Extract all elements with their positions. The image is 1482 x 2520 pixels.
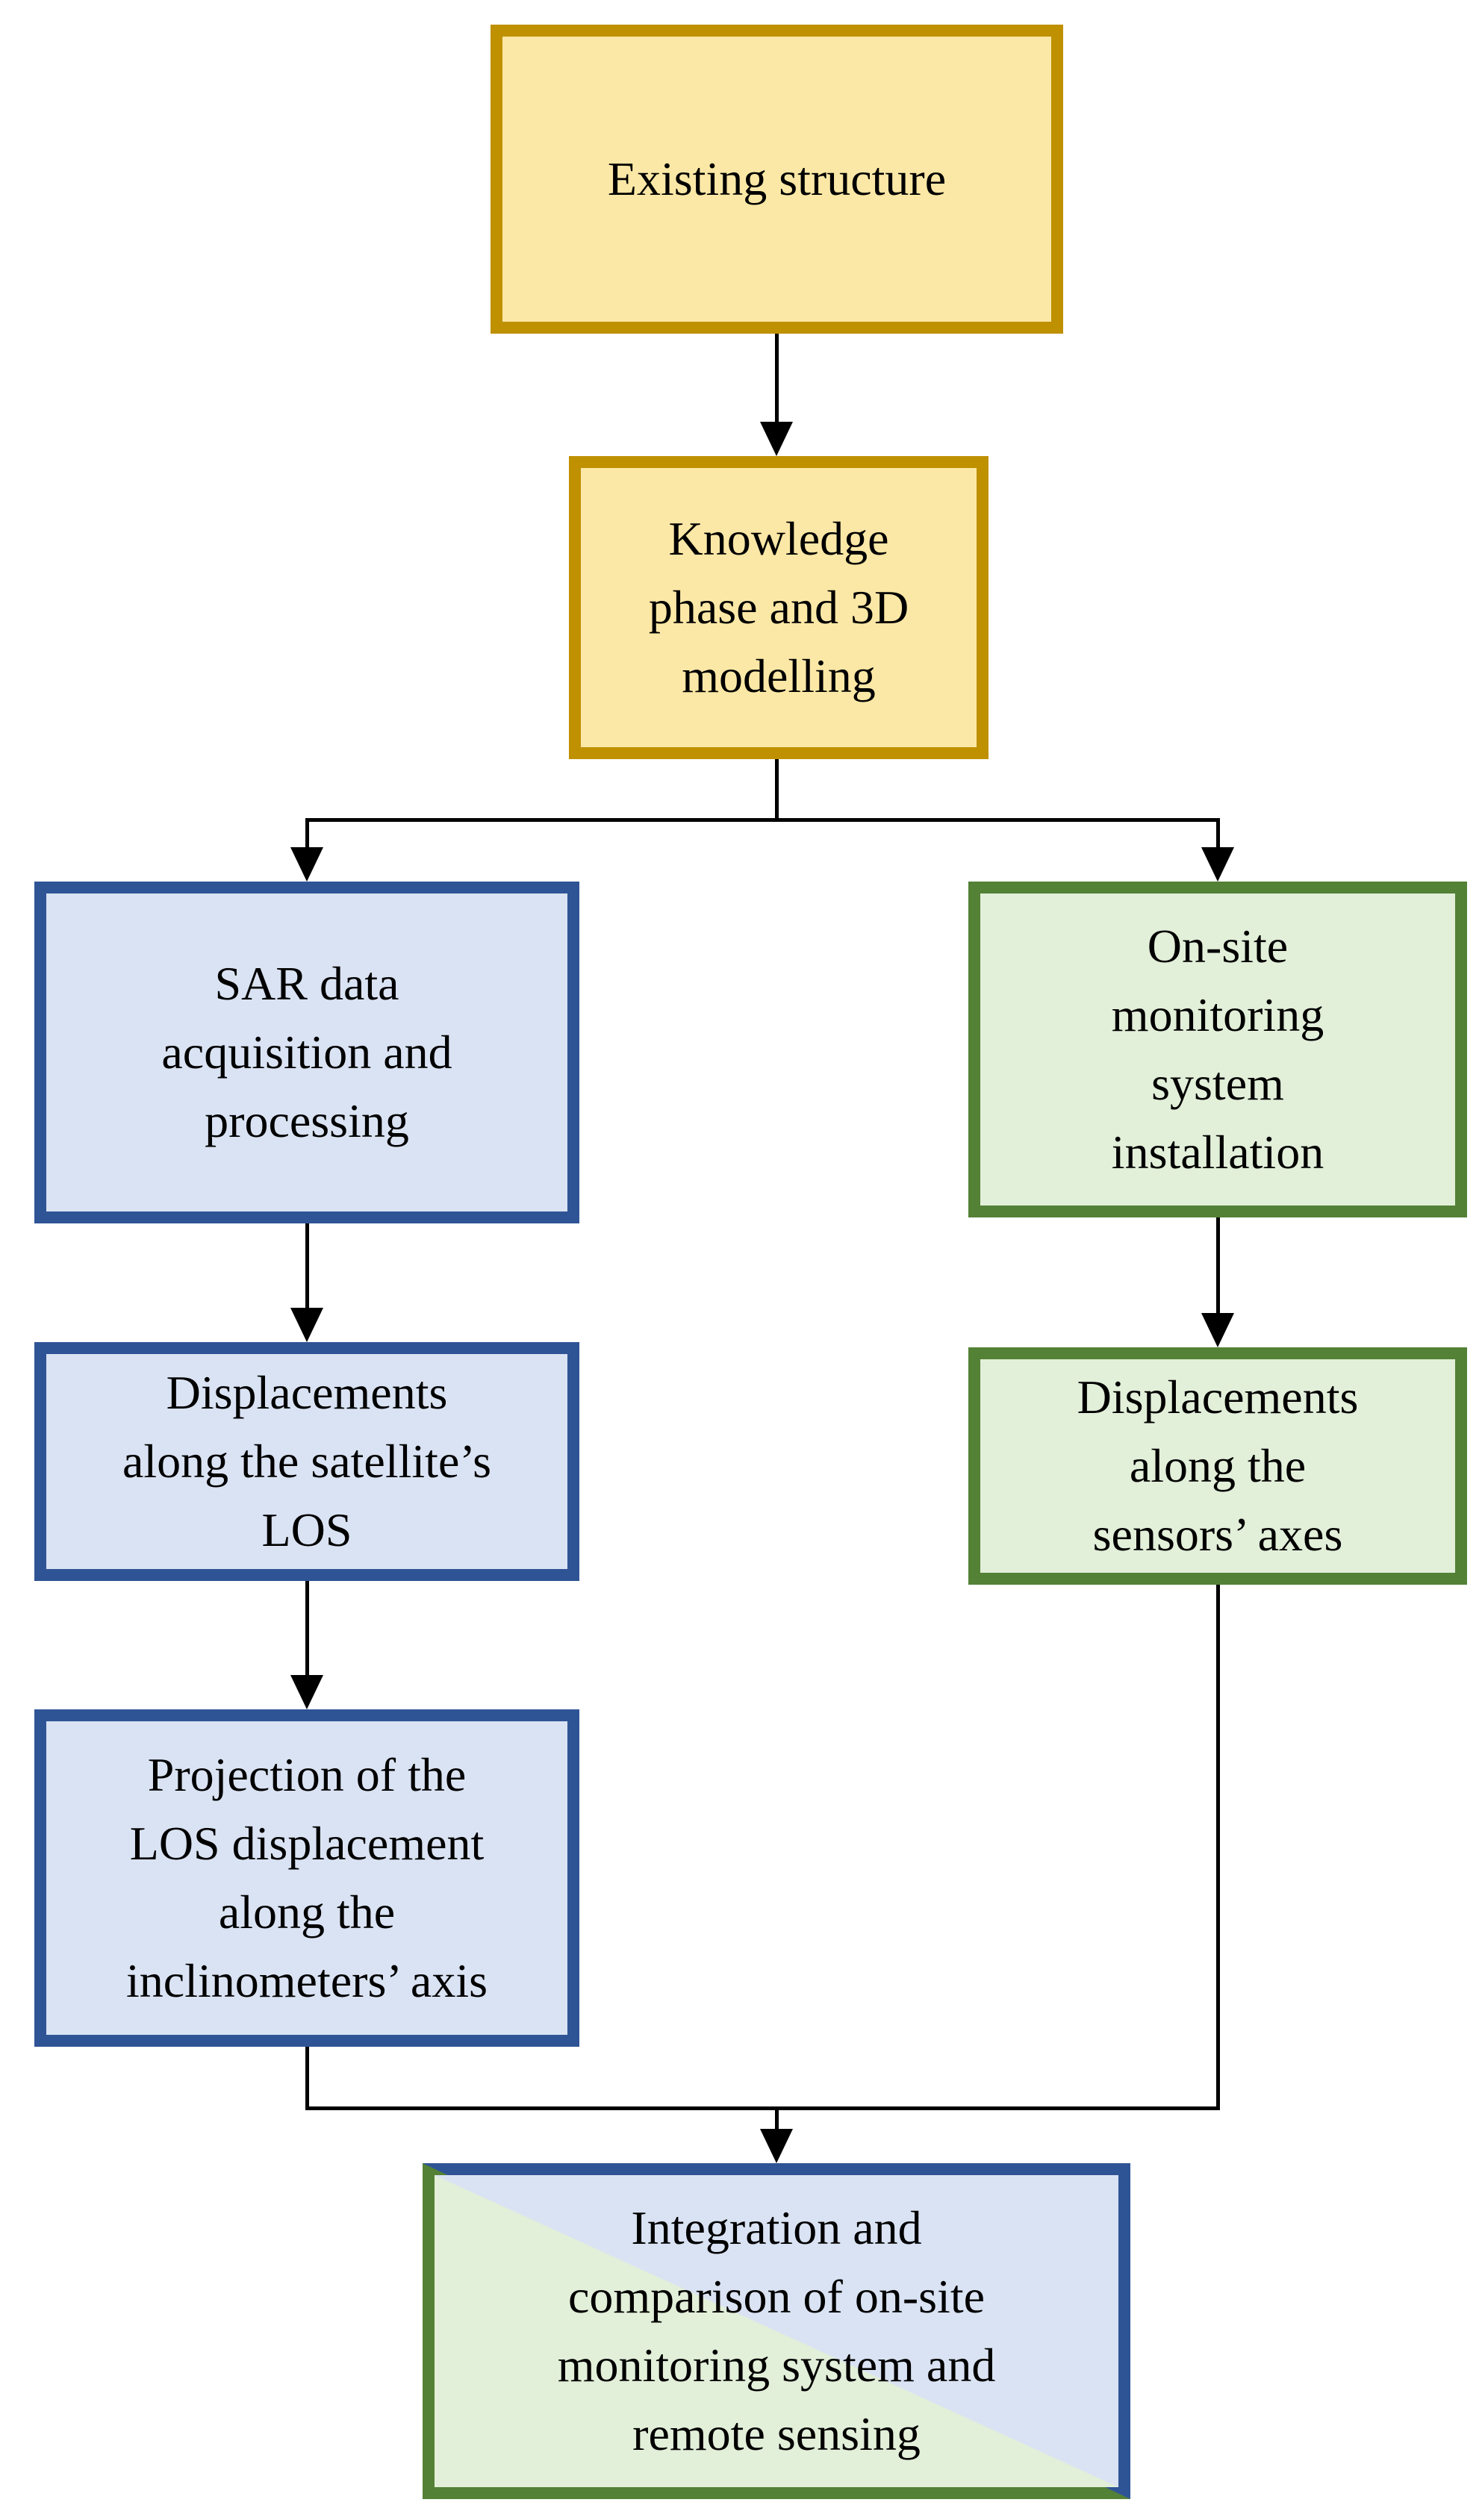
arrowhead-down-icon: [1201, 1313, 1234, 1347]
node-existing-structure-label: Existing structure: [607, 152, 947, 205]
node-integration-label: Integration and comparison of on-site mo…: [557, 2201, 996, 2460]
connector-line: [775, 759, 779, 822]
node-integration: Integration and comparison of on-site mo…: [423, 2163, 1130, 2499]
connector-branch-line: [305, 818, 1220, 822]
node-sar-data: SAR data acquisition and processing: [34, 882, 579, 1223]
node-projection-los: Projection of the LOS displacement along…: [34, 1709, 579, 2047]
node-knowledge-phase: Knowledge phase and 3D modelling: [569, 456, 988, 759]
connector-line: [1216, 1585, 1220, 2110]
node-displacements-los-label: Displacements along the satellite’s LOS: [122, 1366, 492, 1556]
node-displacements-los: Displacements along the satellite’s LOS: [34, 1342, 579, 1581]
connector-merge-line: [305, 2106, 1220, 2110]
arrowhead-down-icon: [290, 847, 323, 882]
node-onsite-monitoring: On-site monitoring system installation: [968, 882, 1467, 1217]
connector-line: [305, 818, 309, 851]
arrowhead-down-icon: [760, 2129, 793, 2163]
arrowhead-down-icon: [1201, 847, 1234, 882]
connector-line: [305, 1223, 309, 1312]
arrowhead-down-icon: [290, 1308, 323, 1342]
connector-line: [305, 1581, 309, 1679]
connector-line: [1216, 818, 1220, 851]
node-onsite-monitoring-label: On-site monitoring system installation: [1111, 920, 1324, 1179]
node-existing-structure: Existing structure: [491, 25, 1063, 334]
node-displacements-sensors-label: Displacements along the sensors’ axes: [1077, 1370, 1359, 1561]
node-projection-los-label: Projection of the LOS displacement along…: [126, 1748, 488, 2007]
arrowhead-down-icon: [760, 422, 793, 456]
node-displacements-sensors: Displacements along the sensors’ axes: [968, 1347, 1467, 1585]
connector-line: [1216, 1217, 1220, 1317]
node-knowledge-phase-label: Knowledge phase and 3D modelling: [648, 512, 909, 702]
connector-line: [775, 2110, 779, 2131]
node-sar-data-label: SAR data acquisition and processing: [161, 957, 452, 1147]
arrowhead-down-icon: [290, 1675, 323, 1709]
connector-line: [775, 334, 779, 425]
connector-line: [305, 2047, 309, 2110]
